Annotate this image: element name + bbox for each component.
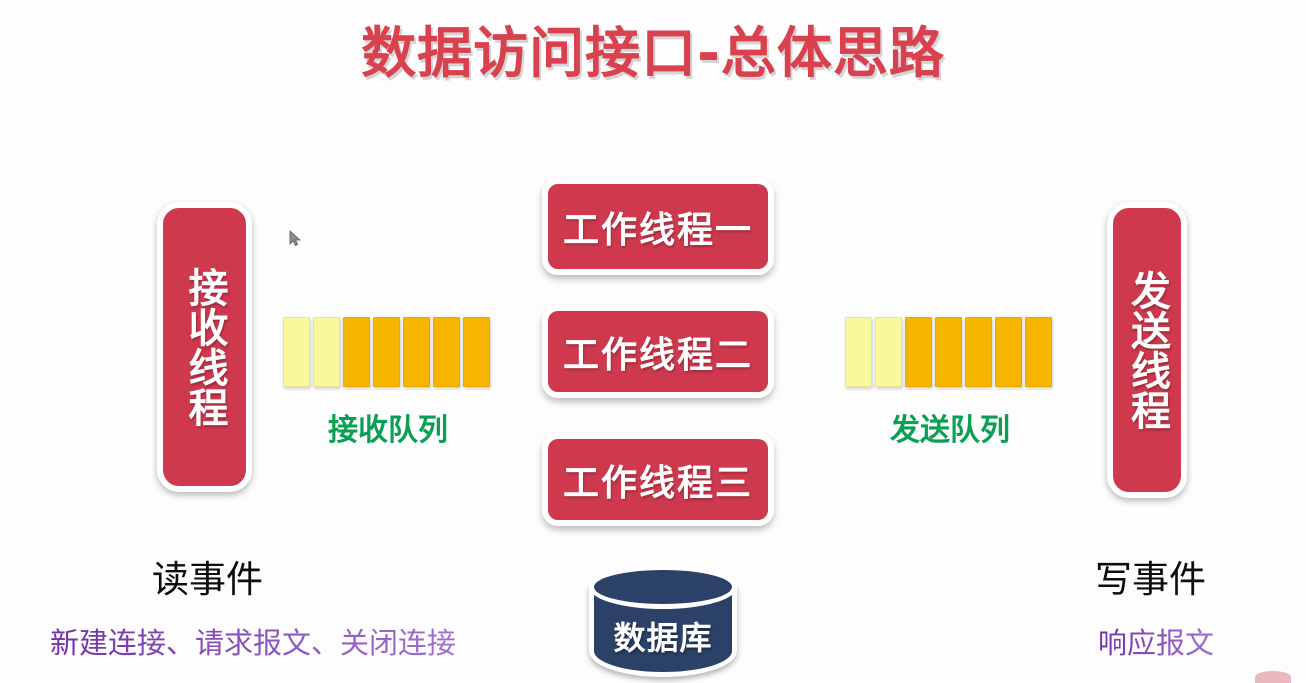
queue-cell-filled — [463, 317, 490, 387]
receive-thread-box[interactable]: 接收线程 — [157, 202, 252, 492]
send-queue-label: 发送队列 — [890, 413, 1010, 448]
read-event-detail: 新建连接、请求报文、关闭连接 — [50, 620, 456, 662]
queue-cell-filled — [995, 317, 1022, 387]
queue-cell-filled — [403, 317, 430, 387]
write-event-detail: 响应报文 — [1098, 620, 1214, 662]
database-label: 数据库 — [613, 619, 713, 657]
read-event-title: 读事件 — [152, 558, 263, 601]
worker-thread-3-label: 工作线程三 — [562, 462, 753, 504]
queue-cell-filled — [433, 317, 460, 387]
worker-thread-2-label: 工作线程二 — [562, 334, 753, 376]
database-cylinder[interactable]: 数据库 — [583, 563, 743, 679]
queue-cell-filled — [905, 317, 932, 387]
bottom-edge-mark — [1255, 671, 1291, 683]
send-thread-box[interactable]: 发送线程 — [1107, 202, 1187, 498]
queue-cell-filled — [343, 317, 370, 387]
receive-queue — [283, 317, 490, 387]
send-thread-label: 发送线程 — [1124, 270, 1170, 430]
receive-queue-label: 接收队列 — [328, 413, 448, 448]
queue-cell-empty — [875, 317, 902, 387]
queue-cell-filled — [935, 317, 962, 387]
worker-thread-1-box[interactable]: 工作线程一 — [542, 178, 774, 275]
page-title: 数据访问接口-总体思路 — [361, 21, 945, 85]
database-top-ellipse — [589, 565, 737, 609]
worker-thread-3-box[interactable]: 工作线程三 — [542, 433, 774, 526]
receive-thread-label: 接收线程 — [181, 267, 228, 427]
worker-thread-1-label: 工作线程一 — [562, 209, 753, 251]
queue-cell-filled — [965, 317, 992, 387]
queue-cell-filled — [1025, 317, 1052, 387]
worker-thread-2-box[interactable]: 工作线程二 — [542, 305, 774, 398]
queue-cell-empty — [845, 317, 872, 387]
queue-cell-filled — [373, 317, 400, 387]
mouse-pointer-icon — [289, 230, 302, 247]
send-queue — [845, 317, 1052, 387]
queue-cell-empty — [283, 317, 310, 387]
queue-cell-empty — [313, 317, 340, 387]
write-event-title: 写事件 — [1095, 558, 1206, 601]
